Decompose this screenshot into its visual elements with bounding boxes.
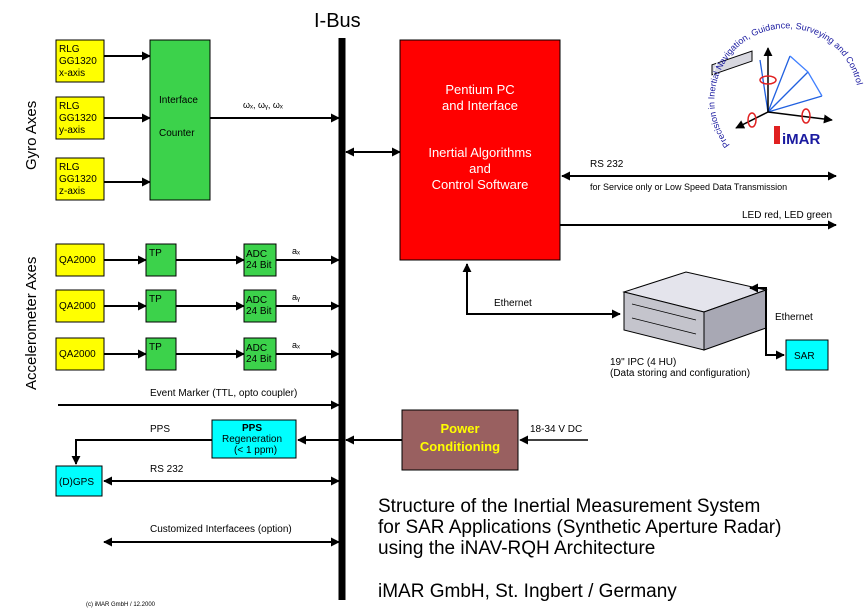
svg-text:(D)GPS: (D)GPS [59, 477, 94, 488]
svg-text:GG1320: GG1320 [59, 56, 97, 67]
svg-text:SAR: SAR [794, 351, 815, 362]
interface-counter-box: Interface Counter [149, 39, 211, 201]
svg-text:24 Bit: 24 Bit [246, 260, 272, 271]
svg-text:and: and [469, 161, 491, 176]
svg-text:QA2000: QA2000 [59, 255, 96, 266]
caption-line-1: Structure of the Inertial Measurement Sy… [378, 496, 761, 517]
pps-label: PPS [150, 424, 170, 435]
svg-text:Counter: Counter [159, 128, 195, 139]
ipc-label-2: (Data storing and configuration) [610, 368, 750, 379]
service-label: for Service only or Low Speed Data Trans… [590, 182, 787, 192]
svg-text:GG1320: GG1320 [59, 174, 97, 185]
pentium-pc-box: Pentium PC and Interface Inertial Algori… [399, 39, 561, 261]
rs232-right-label: RS 232 [590, 159, 624, 170]
event-marker-label: Event Marker (TTL, opto coupler) [150, 388, 297, 399]
svg-text:y-axis: y-axis [59, 125, 85, 136]
svg-text:RLG: RLG [59, 101, 80, 112]
power-conditioning-box: Power Conditioning [401, 409, 519, 471]
svg-text:QA2000: QA2000 [59, 349, 96, 360]
svg-text:aₓ: aₓ [292, 340, 300, 350]
caption-block: Structure of the Inertial Measurement Sy… [378, 496, 781, 602]
caption-line-2: for SAR Applications (Synthetic Aperture… [378, 517, 782, 538]
svg-text:TP: TP [149, 294, 162, 305]
svg-text:ADC: ADC [246, 295, 267, 306]
accel-chain-3: QA2000 TP ADC 24 Bit aₓ [55, 337, 340, 371]
svg-text:x-axis: x-axis [59, 68, 85, 79]
ethernet-right-label: Ethernet [775, 312, 813, 323]
svg-text:Pentium PC: Pentium PC [445, 82, 514, 97]
svg-text:Control Software: Control Software [432, 177, 529, 192]
caption-line-3: using the iNAV-RQH Architecture [378, 538, 656, 559]
svg-text:RLG: RLG [59, 44, 80, 55]
ipc-computer-icon [622, 50, 768, 351]
svg-text:24 Bit: 24 Bit [246, 306, 272, 317]
svg-text:Interface: Interface [159, 95, 198, 106]
ethernet-left-label: Ethernet [494, 298, 532, 309]
footer-note: (c) iMAR GmbH / 12.2000 [86, 602, 156, 608]
svg-text:aₓ: aₓ [292, 246, 300, 256]
svg-text:Regeneration: Regeneration [222, 434, 282, 445]
pps-line [71, 439, 212, 465]
svg-text:aᵧ: aᵧ [292, 292, 300, 302]
ethernet-right-line [749, 283, 785, 360]
voltage-label: 18-34 V DC [530, 424, 582, 435]
i-bus-label: I-Bus [314, 10, 361, 32]
led-label: LED red, LED green [742, 210, 832, 221]
svg-text:PPS: PPS [242, 423, 262, 434]
caption-line-4: iMAR GmbH, St. Ingbert / Germany [378, 581, 677, 602]
svg-text:TP: TP [149, 248, 162, 259]
omega-label: ωₓ, ωᵧ, ωₓ [243, 100, 283, 110]
svg-text:ADC: ADC [246, 249, 267, 260]
accel-chain-1: QA2000 TP ADC 24 Bit aₓ [55, 243, 340, 277]
dgps-box: (D)GPS [55, 465, 103, 497]
ipc-label-1: 19" IPC (4 HU) [610, 357, 676, 368]
svg-text:TP: TP [149, 342, 162, 353]
svg-text:Inertial Algorithms: Inertial Algorithms [428, 145, 532, 160]
gyro-z-box: RLG GG1320 z-axis [55, 157, 105, 201]
svg-text:Power: Power [440, 421, 479, 436]
gyro-x-box: RLG GG1320 x-axis [55, 39, 105, 83]
sar-box: SAR [785, 339, 829, 371]
svg-text:ADC: ADC [246, 343, 267, 354]
pps-regeneration-box: PPS Regeneration (< 1 ppm) [211, 419, 297, 459]
svg-text:z-axis: z-axis [59, 186, 85, 197]
svg-text:24 Bit: 24 Bit [246, 354, 272, 365]
ethernet-left-line [462, 263, 621, 319]
gyro-y-box: RLG GG1320 y-axis [55, 96, 105, 140]
imar-logo: Precision in Inertial Navigation, Guidan… [706, 11, 868, 169]
svg-text:GG1320: GG1320 [59, 113, 97, 124]
logo-brand-text: iMAR [782, 131, 820, 148]
svg-text:(< 1 ppm): (< 1 ppm) [234, 445, 277, 456]
gyro-axes-label: Gyro Axes [23, 101, 40, 170]
custom-interfaces-label: Customized Interfacees (option) [150, 524, 292, 535]
accel-chain-2: QA2000 TP ADC 24 Bit aᵧ [55, 289, 340, 323]
svg-text:QA2000: QA2000 [59, 301, 96, 312]
rs232-left-label: RS 232 [150, 464, 184, 475]
accelerometer-axes-label: Accelerometer Axes [23, 257, 40, 390]
svg-text:Conditioning: Conditioning [420, 439, 500, 454]
svg-text:RLG: RLG [59, 162, 80, 173]
svg-text:and Interface: and Interface [442, 98, 518, 113]
